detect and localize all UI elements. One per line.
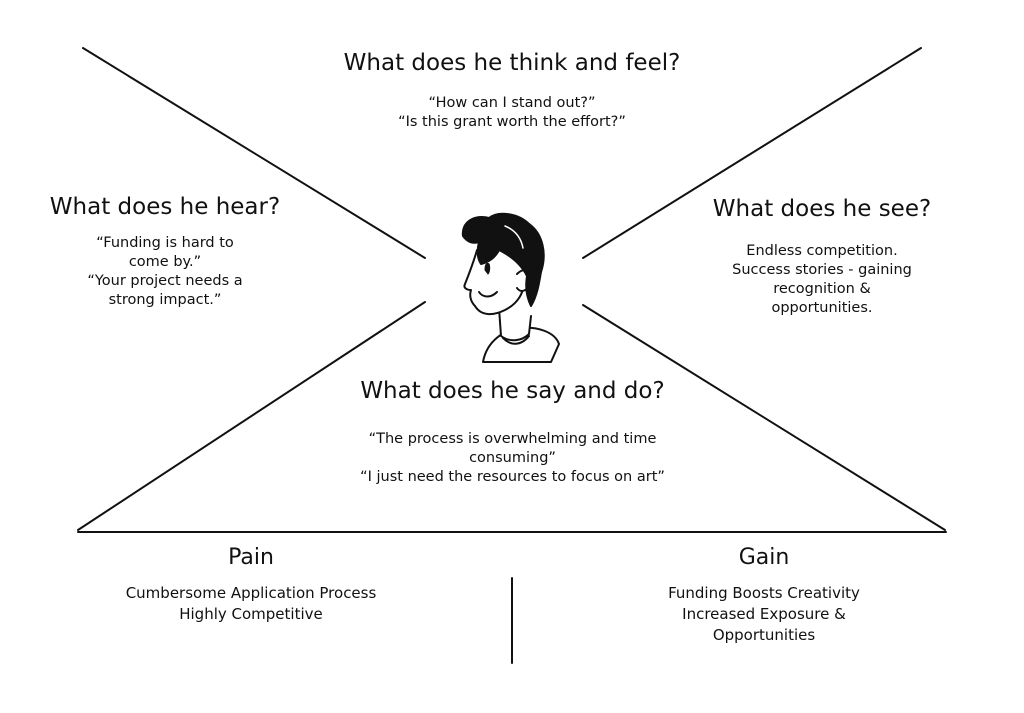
think-feel-line-2: “Is this grant worth the effort?”	[398, 114, 626, 130]
hear-line-1: “Funding is hard to come by.”	[96, 235, 234, 270]
diagonal-line-top-right	[582, 47, 922, 259]
think-feel-section: What does he think and feel? “How can I …	[312, 48, 712, 132]
diagonal-line-bottom-left	[77, 301, 426, 531]
think-feel-title: What does he think and feel?	[343, 50, 681, 76]
say-do-line-2: “I just need the resources to focus on a…	[360, 469, 665, 485]
pain-title: Pain	[228, 545, 274, 570]
diagonal-line-bottom-right	[582, 304, 946, 531]
gain-title: Gain	[738, 545, 790, 570]
see-line-1: Endless competition.	[746, 243, 898, 259]
see-title: What does he see?	[712, 196, 932, 222]
say-do-title: What does he say and do?	[360, 378, 665, 404]
pain-line-1: Cumbersome Application Process	[125, 584, 377, 602]
say-do-section: What does he say and do? “The process is…	[345, 376, 680, 487]
pain-section: Pain Cumbersome Application Process High…	[100, 543, 402, 625]
say-do-line-1: “The process is overwhelming and time co…	[368, 431, 657, 466]
see-line-2: Success stories - gaining recognition & …	[732, 262, 912, 316]
hear-line-2: “Your project needs a strong impact.”	[87, 273, 243, 308]
diagonal-line-top-left	[82, 47, 426, 259]
gain-section: Gain Funding Boosts Creativity Increased…	[620, 543, 908, 646]
hear-section: What does he hear? “Funding is hard to c…	[40, 192, 290, 310]
think-feel-line-1: “How can I stand out?”	[428, 95, 596, 111]
see-section: What does he see? Endless competition. S…	[702, 194, 942, 318]
hear-title: What does he hear?	[49, 194, 281, 220]
gain-line-2: Increased Exposure & Opportunities	[682, 605, 846, 644]
pain-line-2: Highly Competitive	[179, 605, 323, 623]
male-person-illustration-icon	[461, 212, 560, 363]
gain-line-1: Funding Boosts Creativity	[668, 584, 860, 602]
